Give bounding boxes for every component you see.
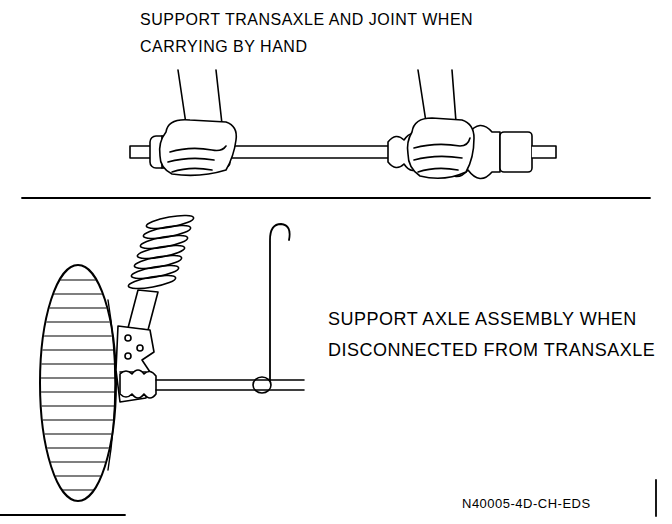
divider-line	[22, 197, 650, 199]
right-hand	[408, 70, 475, 178]
instruction-note: SUPPORT TRANSAXLE AND JOINT WHEN CARRYIN…	[140, 6, 490, 60]
instruction-note: SUPPORT AXLE ASSEMBLY WHEN DISCONNECTED …	[328, 304, 664, 366]
tire	[30, 265, 130, 501]
edge-mark	[655, 480, 657, 516]
coil-spring	[127, 213, 194, 291]
figure-code: N40005-4D-CH-EDS	[462, 496, 662, 512]
support-wire	[253, 224, 290, 393]
strut	[128, 290, 158, 330]
outer-boot	[120, 370, 156, 398]
divider-line	[0, 514, 125, 516]
axle-shaft	[156, 380, 304, 390]
left-hand	[160, 70, 237, 175]
